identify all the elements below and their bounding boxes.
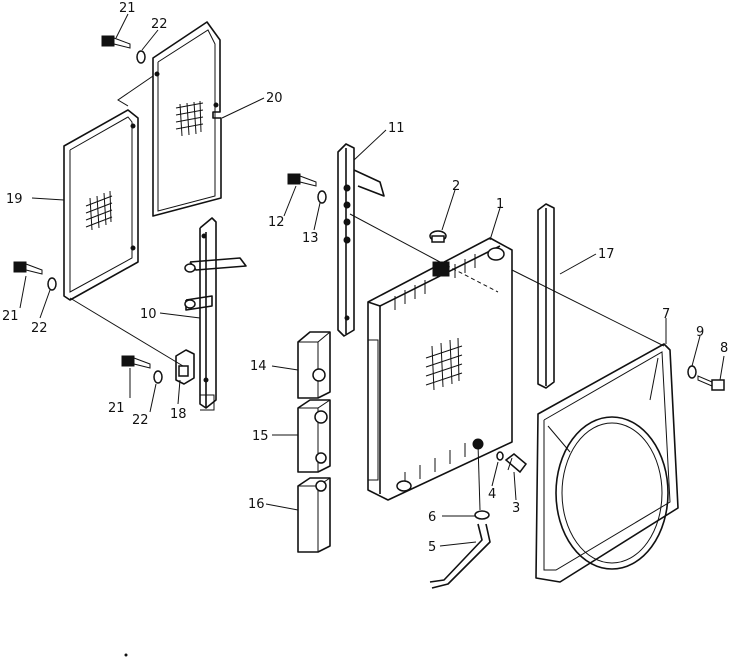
- assembly-line-core: [439, 261, 499, 293]
- stray-dot: [124, 653, 128, 657]
- leader-lines: [19, 13, 725, 547]
- callout-11: 11: [388, 121, 405, 136]
- drain-valve: [504, 453, 528, 474]
- callout-6: 6: [428, 510, 436, 525]
- drain-o-ring: [496, 451, 504, 461]
- screen-panel-left: [63, 109, 184, 367]
- callout-14: 14: [250, 359, 267, 374]
- callout-20: 20: [266, 91, 283, 106]
- hose-clamp: [474, 510, 490, 520]
- callout-9: 9: [696, 325, 704, 340]
- washer-icon-lower: [153, 370, 163, 384]
- block-lower: [297, 477, 331, 553]
- callout-2: 2: [452, 179, 460, 194]
- assembly-line-shroud: [511, 269, 665, 347]
- callout-22-top: 22: [151, 17, 168, 32]
- callout-10: 10: [140, 307, 157, 322]
- drain-hose: [429, 523, 491, 589]
- callout-4: 4: [488, 487, 496, 502]
- callout-19: 19: [6, 192, 23, 207]
- plate-small: [175, 349, 195, 385]
- callout-18: 18: [170, 407, 187, 422]
- callout-12: 12: [268, 215, 285, 230]
- callout-15: 15: [252, 429, 269, 444]
- assembly-line-stay: [349, 213, 441, 263]
- block-middle: [297, 399, 331, 473]
- callout-22-left: 22: [31, 321, 48, 336]
- callout-13: 13: [302, 231, 319, 246]
- callout-1: 1: [496, 197, 504, 212]
- fan-shroud: [535, 343, 679, 583]
- radiator-cap: [429, 230, 447, 243]
- callout-5: 5: [428, 540, 436, 555]
- bolt-icon-lower: [121, 355, 151, 369]
- bolt-icon-shroud: [697, 375, 725, 391]
- callout-22-lower: 22: [132, 413, 149, 428]
- bracket-assembly: [184, 217, 247, 411]
- bolt-icon-stay: [287, 173, 317, 187]
- bolt-icon-left: [13, 261, 43, 275]
- callout-21-left: 21: [2, 309, 19, 324]
- callout-7: 7: [662, 307, 670, 322]
- washer-icon-stay: [317, 190, 327, 204]
- callout-16: 16: [248, 497, 265, 512]
- callout-8: 8: [720, 341, 728, 356]
- stay-bar: [337, 143, 385, 337]
- bolt-icon-top: [101, 35, 131, 49]
- assembly-line-drain: [477, 443, 481, 511]
- callout-21-top: 21: [119, 1, 136, 16]
- seal-strip: [537, 203, 555, 389]
- washer-icon-left: [47, 277, 57, 291]
- washer-icon-shroud: [687, 365, 697, 379]
- washer-icon-top: [136, 50, 146, 64]
- radiator-core: [367, 237, 513, 501]
- callout-21-lower: 21: [108, 401, 125, 416]
- callout-17: 17: [598, 247, 615, 262]
- block-upper: [297, 331, 331, 399]
- callout-3: 3: [512, 501, 520, 516]
- screen-panel-upper: [117, 21, 222, 217]
